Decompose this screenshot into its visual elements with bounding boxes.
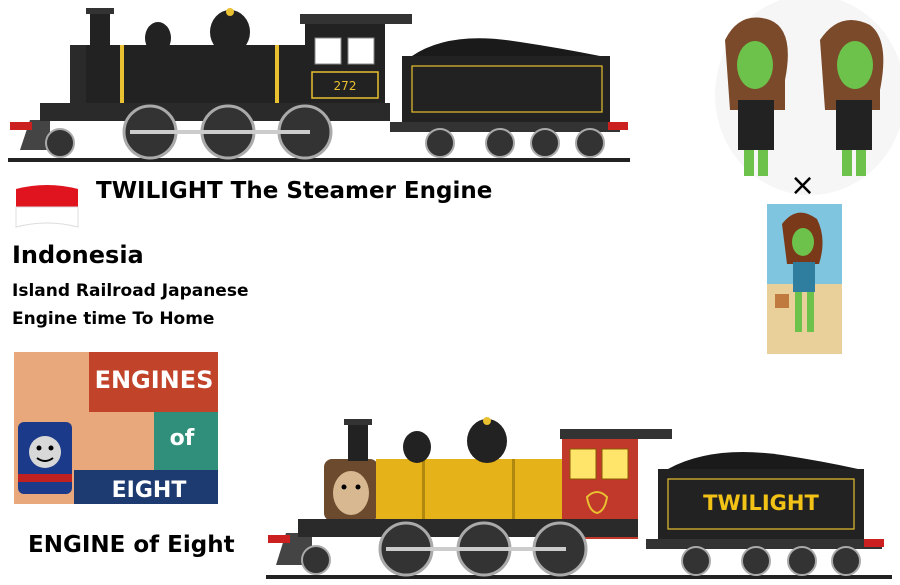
top-tender-wheel xyxy=(425,128,455,158)
bottom-locomotive-illustration: TWILIGHT xyxy=(266,417,892,579)
top-rail xyxy=(8,158,630,162)
top-tender-wheel xyxy=(575,128,605,158)
top-number-panel xyxy=(311,71,379,99)
top-steam-dome xyxy=(210,10,250,54)
card-text-engines: ENGINES xyxy=(95,366,214,394)
bottom-cab-window xyxy=(569,448,597,480)
indonesia-flag-icon xyxy=(15,185,79,228)
top-tender-wheel xyxy=(530,128,560,158)
bottom-steam-dome xyxy=(467,419,507,463)
top-boiler-band xyxy=(275,45,279,103)
bottom-cab-window xyxy=(601,448,629,480)
top-engine-number: 272 xyxy=(334,79,357,93)
bottom-tender-wheel xyxy=(681,546,711,576)
character-beach-picture xyxy=(767,204,842,354)
top-whistle xyxy=(226,8,234,16)
crossover-symbol: × xyxy=(790,168,816,203)
engines-caption: ENGINE of Eight xyxy=(28,532,235,558)
top-boiler xyxy=(78,45,318,103)
top-cab-window xyxy=(347,37,375,65)
character-figure-left xyxy=(725,17,788,176)
top-tender-wheel xyxy=(485,128,515,158)
bottom-pony-wheel xyxy=(301,545,331,575)
top-chimney-cap xyxy=(86,8,114,14)
bottom-tender-wheel xyxy=(741,546,771,576)
bottom-tender-wheel xyxy=(831,546,861,576)
top-chimney xyxy=(90,10,110,46)
top-rear-buffer xyxy=(608,122,628,130)
top-pony-wheel xyxy=(45,128,75,158)
top-buffer-beam xyxy=(10,122,32,130)
page-title: TWILIGHT The Steamer Engine xyxy=(96,178,493,204)
subtitle-line-1: Island Railroad Japanese xyxy=(12,281,249,301)
top-smokebox-door xyxy=(70,45,86,103)
card-text-of: of xyxy=(170,426,195,451)
top-cab-roof xyxy=(300,14,412,24)
bottom-tender-coal xyxy=(668,452,858,469)
tender-name: TWILIGHT xyxy=(703,491,819,515)
bottom-rail xyxy=(266,575,892,579)
top-boiler-band xyxy=(120,45,124,103)
top-tender xyxy=(402,56,610,122)
bottom-cab-roof xyxy=(560,429,672,439)
top-sand-dome xyxy=(145,22,171,54)
bottom-chimney xyxy=(348,423,368,461)
bottom-sand-dome xyxy=(403,431,431,463)
card-text-eight: EIGHT xyxy=(112,478,187,503)
bottom-boiler xyxy=(376,459,566,519)
top-locomotive-illustration: 272 xyxy=(8,8,630,162)
top-tender-coal xyxy=(412,38,600,56)
character-figure-right xyxy=(820,20,884,176)
country-label: Indonesia xyxy=(12,241,144,269)
engines-of-eight-card: ENGINES of EIGHT xyxy=(14,352,218,504)
character-sketch xyxy=(715,0,900,195)
bottom-tender-wheel xyxy=(787,546,817,576)
top-coupling-rod xyxy=(130,130,310,134)
top-tender-lining xyxy=(411,65,603,113)
top-cab-window xyxy=(314,37,342,65)
blue-engine-face-icon xyxy=(18,422,72,494)
subtitle-line-2: Engine time To Home xyxy=(12,309,215,329)
bottom-buffer-beam xyxy=(268,535,290,543)
top-tender-frame xyxy=(390,122,620,132)
bottom-tender xyxy=(658,469,864,539)
bottom-cab-emblem xyxy=(585,491,609,515)
